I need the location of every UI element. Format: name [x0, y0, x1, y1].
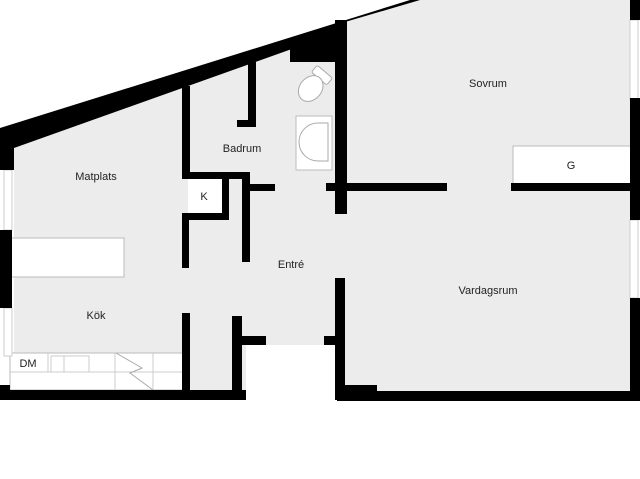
fridge-symbol: [115, 352, 154, 391]
window-right: [629, 19, 639, 101]
stove: [50, 355, 90, 373]
wardrobe-G: [512, 145, 633, 185]
room-label-matplats: Matplats: [75, 171, 117, 183]
room-label-g: G: [566, 160, 576, 172]
room-label-k: K: [200, 191, 208, 203]
closet-K: [188, 178, 223, 214]
fixtures: [3, 19, 639, 391]
room-label-dm: DM: [19, 358, 37, 370]
room-label-entre: Entré: [277, 259, 305, 271]
window-right-2: [629, 219, 639, 299]
dining-table: [9, 237, 125, 278]
window-left-2: [3, 307, 13, 357]
room-label-vardagsrum: Vardagsrum: [458, 285, 518, 297]
room-label-sovrum: Sovrum: [469, 78, 507, 90]
toilet: [297, 65, 333, 102]
sink: [295, 115, 333, 171]
window-left: [3, 169, 13, 231]
walls: [0, 0, 640, 401]
room-label-kok: Kök: [86, 310, 106, 322]
room-label-badrum: Badrum: [222, 143, 262, 155]
